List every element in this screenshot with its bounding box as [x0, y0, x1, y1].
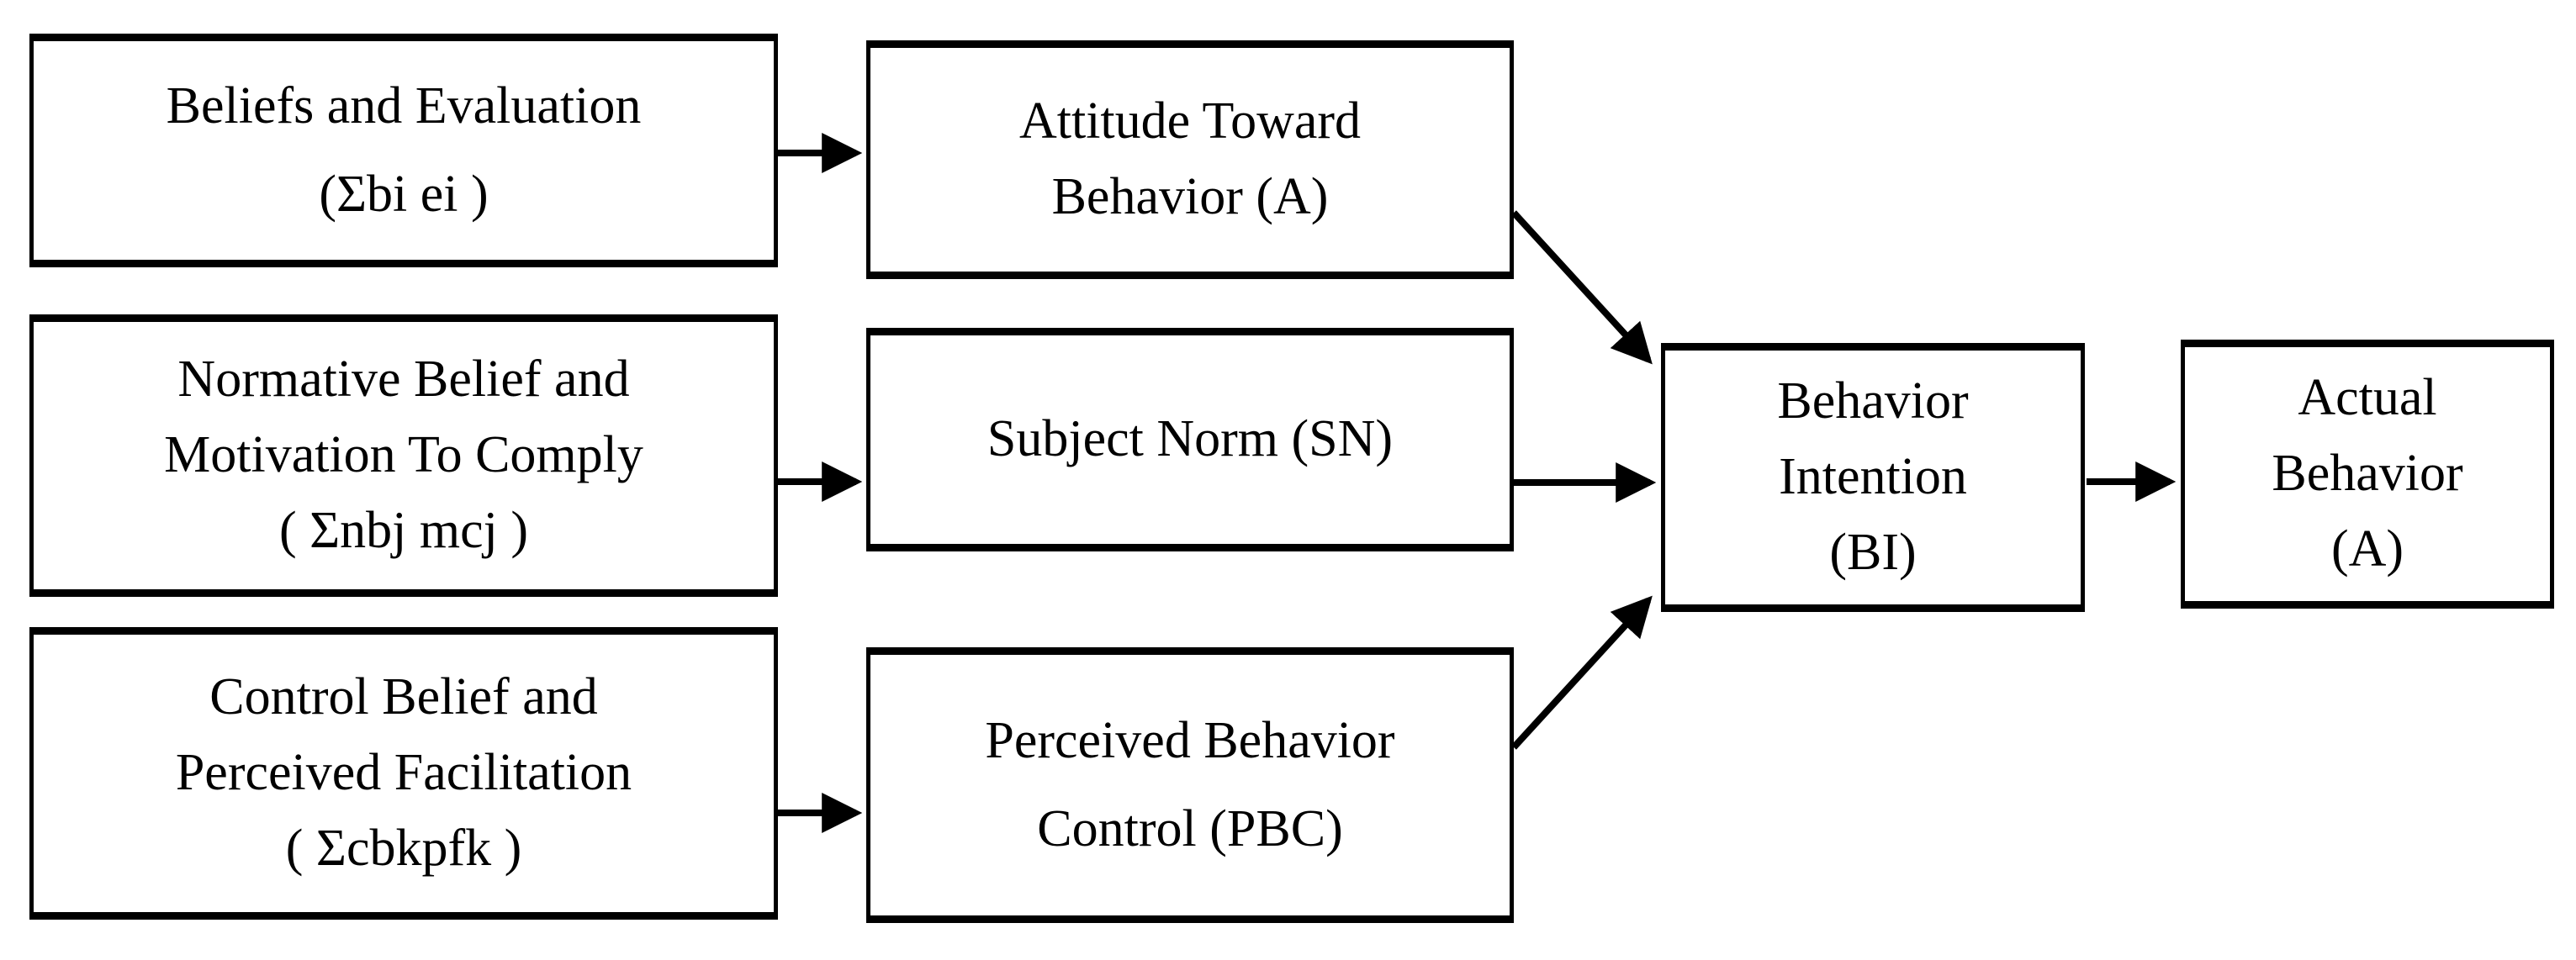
box-label-line: Control Belief and	[209, 668, 598, 726]
box-label-line: Control (PBC)	[1037, 800, 1343, 857]
box-label-line: Subject Norm (SN)	[986, 410, 1394, 468]
box-label-line: ( Σnbj mcj )	[278, 501, 529, 559]
box-control-belief: Control Belief and Perceived Facilitatio…	[29, 627, 778, 920]
box-label-line: (BI)	[1829, 523, 1917, 581]
box-label-line: Intention	[1779, 448, 1967, 506]
box-behavior-intention: Behavior Intention (BI)	[1661, 343, 2085, 612]
box-subject-norm: Subject Norm (SN)	[866, 328, 1514, 551]
box-label-line: Behavior	[2272, 445, 2463, 503]
box-label-line: Perceived Facilitation	[175, 744, 632, 802]
box-perceived-behavior-control: Perceived Behavior Control (PBC)	[866, 647, 1514, 923]
box-label-line: ( Σcbkpfk )	[285, 819, 522, 877]
arrow-attitude-to-intention	[1511, 210, 1653, 365]
box-normative-belief: Normative Belief and Motivation To Compl…	[29, 314, 778, 597]
box-label-line: (A)	[2330, 520, 2404, 578]
arrow-pbc-to-intention	[1511, 595, 1653, 750]
box-label-line: Behavior	[1777, 372, 1969, 430]
box-label-line: Behavior (A)	[1051, 168, 1329, 225]
box-label-line: Normative Belief and	[177, 351, 630, 409]
box-label-line: Perceived Behavior	[985, 711, 1395, 769]
box-label-line: Motivation To Comply	[164, 426, 643, 484]
box-label-line: Attitude Toward	[1018, 92, 1362, 150]
box-attitude-toward-behavior: Attitude Toward Behavior (A)	[866, 40, 1514, 279]
box-label-line: Actual	[2298, 369, 2437, 427]
box-actual-behavior: Actual Behavior (A)	[2181, 340, 2554, 609]
box-label-line: (Σbi ei )	[319, 166, 489, 223]
box-label-line: Beliefs and Evaluation	[166, 76, 642, 135]
box-beliefs-and-evaluation: Beliefs and Evaluation (Σbi ei )	[29, 34, 778, 267]
